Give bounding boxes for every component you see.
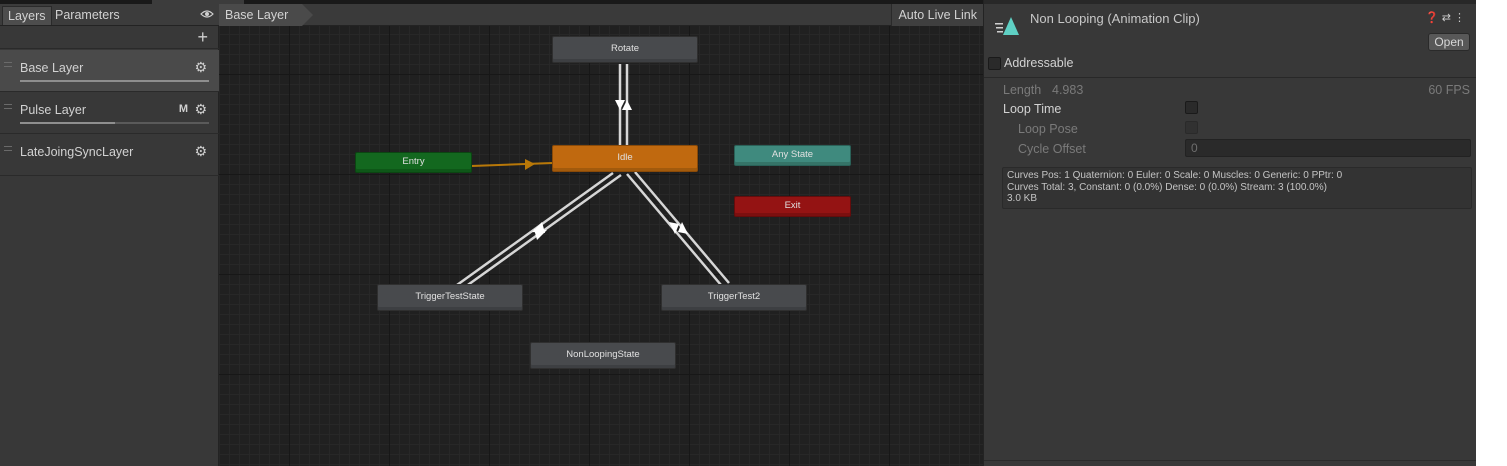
divider <box>984 77 1477 78</box>
cycle-offset-label: Cycle Offset <box>1018 142 1086 156</box>
auto-live-link-button[interactable]: Auto Live Link <box>891 4 983 26</box>
gear-icon[interactable]: ⚙ <box>194 59 207 75</box>
add-layer-row: + <box>0 26 219 49</box>
state-trigger-test-state[interactable]: TriggerTestState <box>377 284 523 311</box>
layer-weight-slider[interactable] <box>20 122 209 124</box>
layer-item-latejoingsynclayer[interactable]: LateJoingSyncLayer ⚙ <box>0 134 219 176</box>
clip-info-box: Curves Pos: 1 Quaternion: 0 Euler: 0 Sca… <box>1002 167 1472 209</box>
divider <box>984 460 1477 461</box>
length-value: 4.983 <box>1052 83 1084 97</box>
arrow-head <box>525 159 535 170</box>
animator-graph[interactable]: Base Layer Auto Live Link Rotate Entry I… <box>219 4 983 466</box>
state-idle[interactable]: Idle <box>552 145 698 172</box>
layer-mask-badge: M <box>178 103 188 115</box>
arrow-head <box>622 100 632 110</box>
loop-pose-label: Loop Pose <box>1018 122 1078 136</box>
state-non-looping-state[interactable]: NonLoopingState <box>530 342 676 369</box>
breadcrumb[interactable]: Base Layer <box>219 4 314 26</box>
preset-icon[interactable]: ⇄ <box>1441 12 1454 24</box>
tab-layers[interactable]: Layers <box>2 6 52 25</box>
layer-item-pulse-layer[interactable]: Pulse Layer M ⚙ <box>0 92 219 134</box>
state-trigger-test2[interactable]: TriggerTest2 <box>661 284 807 311</box>
info-line: 3.0 KB <box>1007 193 1038 204</box>
tab-parameters[interactable]: Parameters <box>55 8 120 22</box>
inspector-tab-strip <box>984 0 1477 4</box>
layers-panel: Layers Parameters + Base Layer ⚙ Pulse L… <box>0 4 219 466</box>
window-margin <box>1476 0 1507 466</box>
layers-panel-tabs: Layers Parameters <box>0 4 219 26</box>
state-entry[interactable]: Entry <box>355 152 472 173</box>
layer-item-base-layer[interactable]: Base Layer ⚙ <box>0 50 219 92</box>
gear-icon[interactable]: ⚙ <box>194 101 207 117</box>
state-any-state[interactable]: Any State <box>734 145 851 166</box>
inspector-header-icons: ❓⇄⋮ <box>1425 11 1468 24</box>
window-tab-strip <box>0 0 983 4</box>
loop-time-checkbox[interactable] <box>1185 101 1198 114</box>
plus-icon[interactable]: + <box>197 27 208 47</box>
inspector-panel: Non Looping (Animation Clip) ❓⇄⋮ Open Ad… <box>983 0 1477 466</box>
arrow-head <box>669 222 679 234</box>
graph-toolbar: Base Layer Auto Live Link <box>219 4 983 26</box>
inspector-title: Non Looping (Animation Clip) <box>1030 11 1200 26</box>
loop-time-label: Loop Time <box>1003 102 1062 116</box>
drag-handle-icon[interactable] <box>4 146 12 151</box>
fps-value: 60 FPS <box>1428 83 1470 97</box>
arrow-head <box>678 222 688 234</box>
open-button[interactable]: Open <box>1428 33 1470 51</box>
info-line: Curves Pos: 1 Quaternion: 0 Euler: 0 Sca… <box>1007 170 1343 181</box>
layer-name: Base Layer <box>20 61 84 75</box>
eye-icon[interactable] <box>200 9 214 19</box>
gear-icon[interactable]: ⚙ <box>194 143 207 159</box>
animation-clip-icon <box>995 17 1019 35</box>
state-rotate[interactable]: Rotate <box>552 36 698 63</box>
info-line: Curves Total: 3, Constant: 0 (0.0%) Dens… <box>1007 181 1327 193</box>
help-icon[interactable]: ❓ <box>1425 12 1442 24</box>
tab-animator-active[interactable] <box>152 0 244 4</box>
arrow-head <box>534 229 547 240</box>
arrow-head <box>615 100 625 110</box>
layer-weight-slider[interactable] <box>20 80 209 82</box>
length-label: Length <box>1003 83 1042 97</box>
loop-pose-checkbox[interactable] <box>1185 121 1198 134</box>
transition-arrows <box>456 64 730 289</box>
cycle-offset-field[interactable]: 0 <box>1185 139 1471 157</box>
layer-name: Pulse Layer <box>20 103 87 117</box>
state-exit[interactable]: Exit <box>734 196 851 217</box>
drag-handle-icon[interactable] <box>4 104 12 109</box>
default-transition[interactable] <box>471 162 553 167</box>
addressable-label: Addressable <box>1004 56 1074 70</box>
more-icon[interactable]: ⋮ <box>1454 12 1468 24</box>
addressable-checkbox[interactable] <box>988 57 1001 70</box>
layer-name: LateJoingSyncLayer <box>20 145 134 159</box>
drag-handle-icon[interactable] <box>4 62 12 67</box>
